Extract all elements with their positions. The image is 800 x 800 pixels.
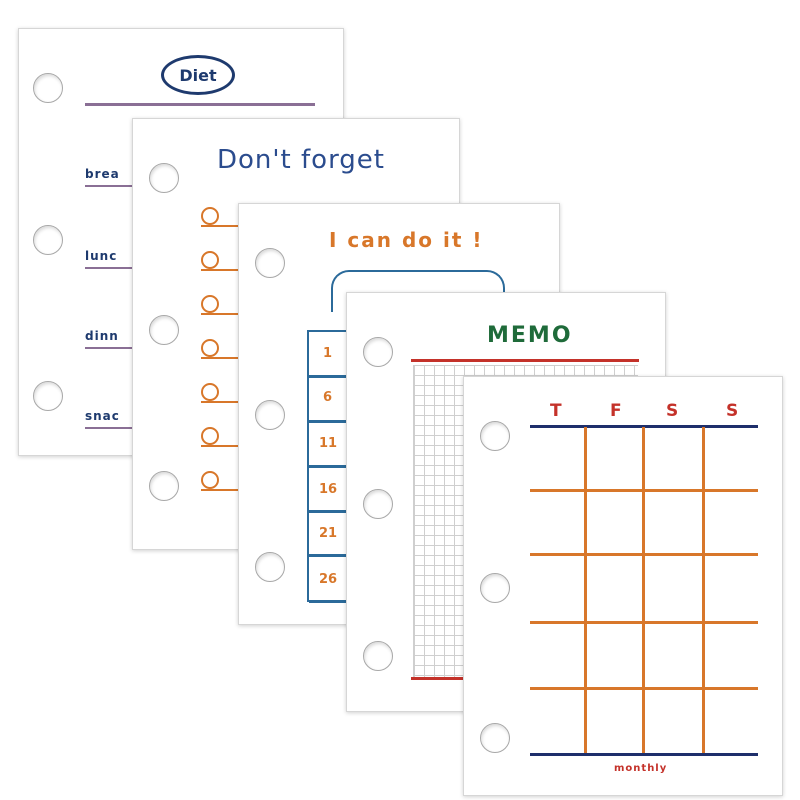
monthly-footer-label: monthly	[614, 763, 668, 774]
binder-hole	[33, 225, 63, 255]
goal-bracket	[331, 270, 505, 312]
day-number: 6	[323, 390, 333, 405]
day-number: 26	[319, 572, 338, 587]
calendar-column-line	[642, 427, 645, 753]
binder-hole	[363, 337, 393, 367]
monthly-sheet: T F S S monthly	[463, 376, 783, 796]
checkbox-circle	[201, 339, 219, 357]
meal-line	[85, 347, 145, 349]
meal-label-breakfast: brea	[85, 167, 120, 181]
checkbox-circle	[201, 471, 219, 489]
checkbox-circle	[201, 295, 219, 313]
binder-hole	[149, 163, 179, 193]
check-line	[201, 489, 241, 491]
binder-hole	[149, 471, 179, 501]
day-of-week-label: T	[550, 401, 562, 421]
checkbox-circle	[201, 427, 219, 445]
day-of-week-label: F	[610, 401, 622, 421]
meal-label-snack: snac	[85, 409, 120, 423]
binder-hole	[255, 248, 285, 278]
meal-label-lunch: lunc	[85, 249, 118, 263]
day-number: 16	[319, 482, 338, 497]
binder-hole	[33, 381, 63, 411]
check-line	[201, 269, 241, 271]
meal-label-dinner: dinn	[85, 329, 119, 343]
binder-hole	[363, 641, 393, 671]
calendar-column-line	[584, 427, 587, 753]
meal-line	[85, 267, 145, 269]
diet-title: Diet	[161, 55, 235, 95]
checkbox-circle	[201, 207, 219, 225]
calendar-footer-rule	[530, 753, 758, 756]
binder-hole	[480, 573, 510, 603]
calendar-column-line	[702, 427, 705, 753]
binder-hole	[363, 489, 393, 519]
day-number: 11	[319, 436, 338, 451]
title-rule	[85, 103, 315, 106]
meal-line	[85, 427, 145, 429]
day-divider	[309, 510, 359, 513]
meal-line	[85, 185, 145, 187]
binder-hole	[255, 552, 285, 582]
check-line	[201, 225, 241, 227]
check-line	[201, 313, 241, 315]
day-number: 21	[319, 526, 338, 541]
binder-hole	[149, 315, 179, 345]
check-line	[201, 445, 241, 447]
dont-forget-title: Don't forget	[217, 145, 385, 175]
day-divider	[309, 420, 359, 423]
memo-top-rule	[411, 359, 639, 362]
day-of-week-label: S	[726, 401, 739, 421]
checkbox-circle	[201, 383, 219, 401]
binder-hole	[255, 400, 285, 430]
calendar-header-rule	[530, 425, 758, 428]
day-of-week-label: S	[666, 401, 679, 421]
day-divider	[309, 375, 359, 378]
checkbox-circle	[201, 251, 219, 269]
day-number: 1	[323, 346, 333, 361]
day-divider	[309, 465, 359, 468]
day-grid: 1 6 11 16 21 26	[307, 330, 359, 603]
memo-title: MEMO	[487, 323, 573, 348]
binder-hole	[480, 723, 510, 753]
check-line	[201, 401, 241, 403]
day-divider	[309, 600, 359, 603]
binder-hole	[33, 73, 63, 103]
day-divider	[309, 554, 359, 557]
check-line	[201, 357, 241, 359]
binder-hole	[480, 421, 510, 451]
i-can-do-it-title: I can do it !	[329, 228, 484, 252]
